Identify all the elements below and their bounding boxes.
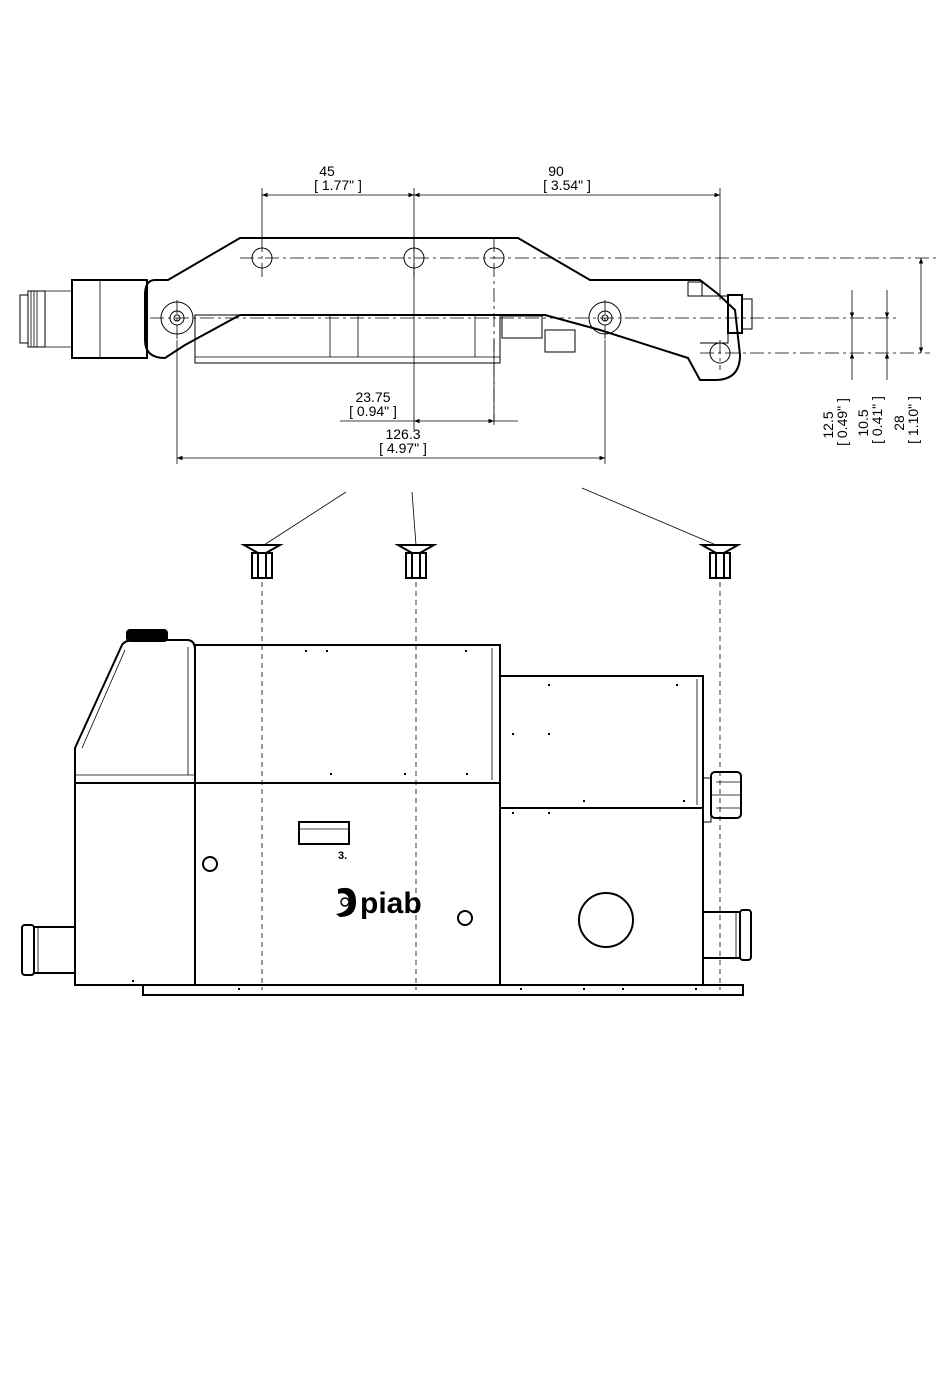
cap-knob [126,629,168,642]
dim-10-5-inch: [ 0.41" ] [869,396,885,444]
right-upper-fitting [703,772,741,822]
middle-module [195,645,500,985]
screw-1 [244,545,280,578]
indicator-hole-left [203,857,217,871]
dim-23-75-inch: [ 0.94" ] [349,403,397,419]
base-plate [143,985,743,995]
left-side-fitting [22,925,75,975]
dim-28-inch: [ 1.10" ] [905,396,921,444]
left-fitting-top [20,280,147,358]
right-lower-fitting [703,910,751,960]
dimensions: 45 [ 1.77" ] 90 [ 3.54" ] 23.75 [ 0.94" … [177,163,921,464]
callout-number: 3. [338,850,347,862]
screw-3 [702,545,738,578]
dim-45-inch: [ 1.77" ] [314,177,362,193]
bracket-plate [145,238,740,380]
screws [244,488,738,990]
screw-2 [398,545,434,578]
right-lower-module [500,808,703,985]
right-fitting-top [728,295,752,333]
right-upper-module [500,676,703,808]
label-plate [299,822,349,844]
front-view: 3. piab [22,629,751,995]
indicator-hole-right [458,911,472,925]
detail-dots [132,650,697,990]
dim-12-5-inch: [ 0.49" ] [834,398,850,446]
dim-126-3-inch: [ 4.97" ] [379,440,427,456]
left-housing [75,640,195,985]
round-port [579,893,633,947]
piab-logo: piab [336,887,422,920]
top-view [20,238,940,420]
dim-90-inch: [ 3.54" ] [543,177,591,193]
brand-text: piab [360,887,422,920]
